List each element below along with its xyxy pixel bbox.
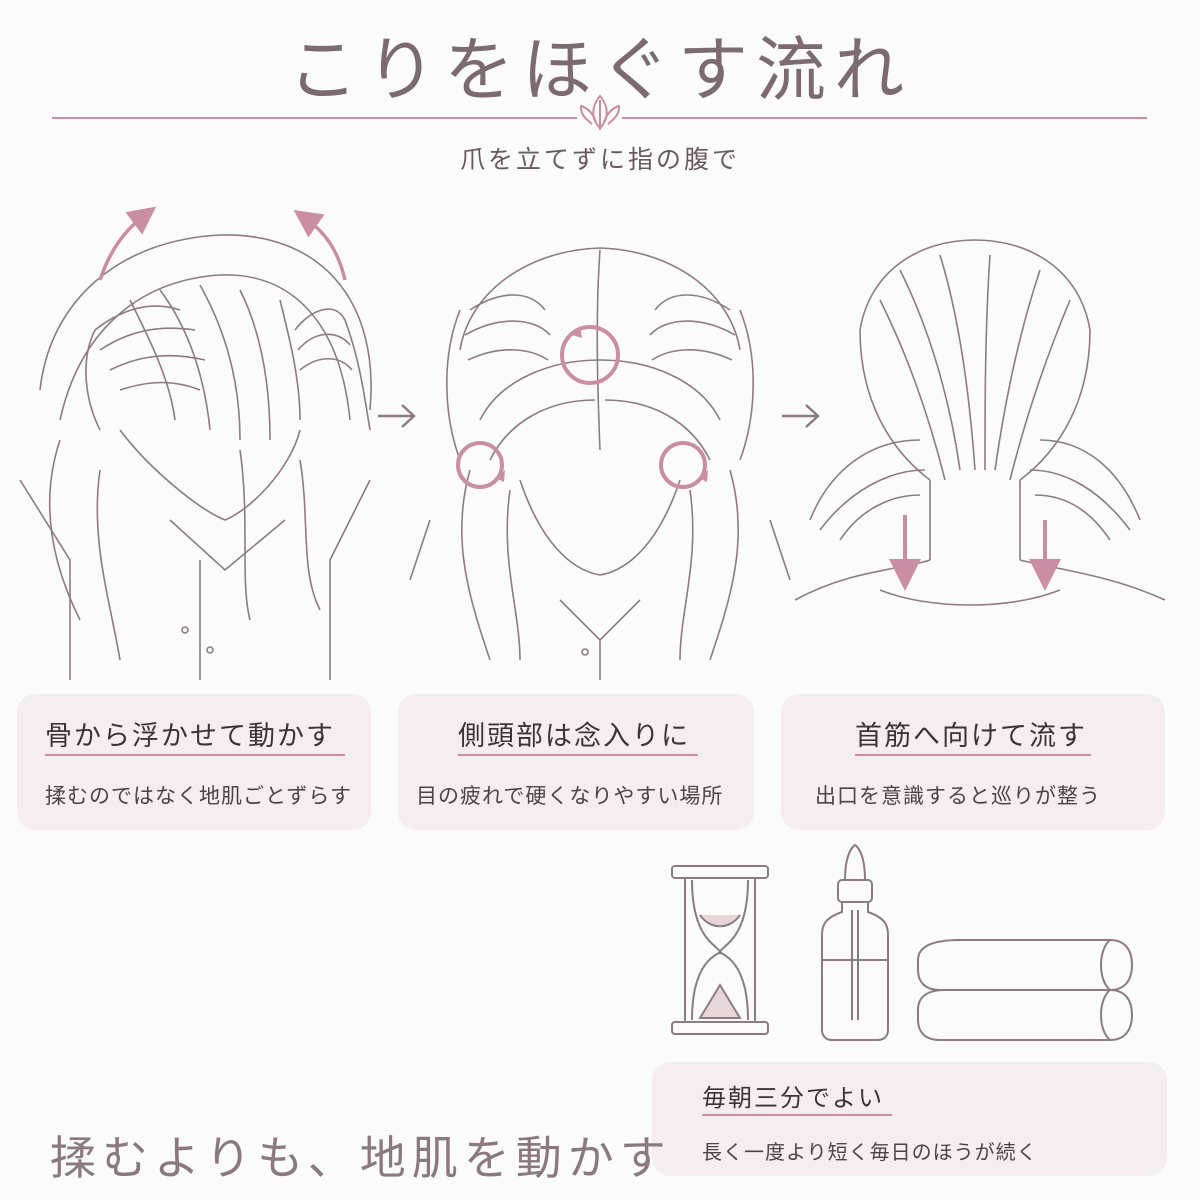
step-1-rule <box>45 754 345 756</box>
step-card-3: 首筋へ向けて流す 出口を意識すると巡りが整う <box>781 694 1165 830</box>
hourglass-icon <box>671 865 769 1035</box>
tip-rule <box>702 1114 892 1116</box>
step-2-title: 側頭部は念入りに <box>458 721 690 752</box>
figure-step-3 <box>794 239 1166 606</box>
step-card-2: 側頭部は念入りに 目の疲れで硬くなりやすい場所 <box>398 694 754 830</box>
folded-towel-icon <box>917 939 1134 1041</box>
title-rule-right <box>622 117 1147 119</box>
dropper-bottle-icon <box>821 843 889 1041</box>
tip-desc: 長く一度より短く毎日のほうが続く <box>702 1140 1038 1164</box>
step-2-desc: 目の疲れで硬くなりやすい場所 <box>416 784 724 808</box>
tip-title: 毎朝三分でよい <box>702 1084 884 1112</box>
step-1-title: 骨から浮かせて動かす <box>45 721 335 752</box>
step-card-1: 骨から浮かせて動かす 揉むのではなく地肌ごとずらす <box>17 694 371 830</box>
title-rule-left <box>52 117 577 119</box>
right-arrow-icon <box>378 404 416 428</box>
page-subtitle: 爪を立てずに指の腹で <box>459 145 740 174</box>
step-1-desc: 揉むのではなく地肌ごとずらす <box>45 784 352 808</box>
right-arrow-icon <box>782 404 820 428</box>
step-3-desc: 出口を意識すると巡りが整う <box>815 784 1101 808</box>
step-3-rule <box>855 754 1091 756</box>
figure-step-1 <box>19 234 372 680</box>
figure-step-2 <box>409 247 791 680</box>
step-2-rule <box>458 754 698 756</box>
tip-card: 毎朝三分でよい 長く一度より短く毎日のほうが続く <box>652 1062 1167 1176</box>
step-3-title: 首筋へ向けて流す <box>855 721 1087 752</box>
page-title: こりをほぐす流れ <box>288 29 912 111</box>
tagline: 揉むよりも、地肌を動かす <box>50 1131 672 1185</box>
